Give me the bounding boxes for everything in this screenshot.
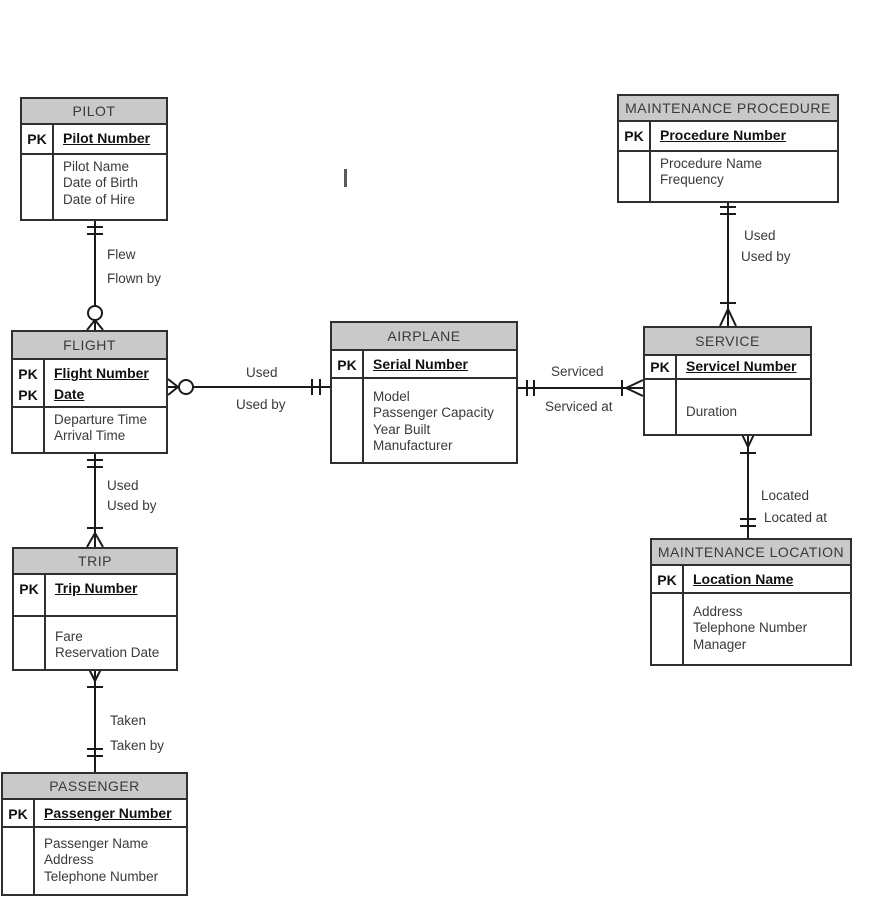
pk-attributes: Serial Number — [373, 356, 468, 372]
relationship-label: Serviced at — [545, 399, 613, 414]
entity-maintenance-location: MAINTENANCE LOCATION PK Location Name Ad… — [650, 538, 852, 666]
entity-attributes: Pilot Name Date of Birth Date of Hire — [63, 159, 139, 207]
entity-attributes: Fare Reservation Date — [55, 629, 160, 661]
pk-label: PK — [645, 356, 677, 378]
entity-trip: TRIP PK Trip Number Fare Reservation Dat… — [12, 547, 178, 671]
connector-pilot-flight — [86, 215, 104, 331]
pk-label: PK — [14, 575, 46, 615]
entity-attributes: Duration — [686, 404, 738, 419]
pk-spacer — [652, 594, 684, 664]
relationship-label: Used by — [236, 397, 286, 412]
entity-title: MAINTENANCE LOCATION — [652, 540, 850, 566]
entity-pilot: PILOT PK Pilot Number Pilot Name Date of… — [20, 97, 168, 221]
pk-attributes: Servicel Number — [686, 358, 797, 374]
relationship-label: Used by — [107, 498, 157, 513]
entity-title: AIRPLANE — [332, 323, 516, 351]
pk-spacer — [13, 408, 45, 452]
connector-flight-trip — [86, 448, 104, 548]
pk-label: PK — [652, 566, 684, 592]
relationship-label: Taken by — [110, 738, 165, 753]
entity-flight: FLIGHT PK PK Flight Number Date Departur… — [11, 330, 168, 454]
relationship-label: Flown by — [107, 271, 162, 286]
pk-attributes: Passenger Number — [44, 805, 172, 821]
relationship-label: Located — [761, 488, 810, 503]
pk-attributes: Flight Number Date — [54, 365, 149, 402]
pk-spacer — [14, 617, 46, 669]
entity-maintenance-procedure: MAINTENANCE PROCEDURE PK Procedure Numbe… — [617, 94, 839, 203]
pk-label: PK — [332, 351, 364, 377]
connector-airplane-service — [518, 379, 644, 397]
connector-flight-airplane — [167, 378, 330, 396]
pk-label: PK PK — [13, 360, 45, 406]
entity-airplane: AIRPLANE PK Serial Number Model Passenge… — [330, 321, 518, 464]
entity-attributes: Departure Time Arrival Time — [54, 412, 148, 444]
entity-title: MAINTENANCE PROCEDURE — [619, 96, 837, 122]
pk-label: PK — [3, 800, 35, 826]
entity-title: FLIGHT — [13, 332, 166, 360]
pk-label: PK — [619, 122, 651, 150]
entity-attributes: Procedure Name Frequency — [660, 156, 763, 188]
stray-cursor-mark — [344, 169, 347, 187]
entity-title: PILOT — [22, 99, 166, 125]
pk-attributes: Trip Number — [55, 580, 138, 596]
entity-title: PASSENGER — [3, 774, 186, 800]
relationship-label: Used by — [741, 249, 791, 264]
entity-attributes: Address Telephone Number Manager — [693, 604, 808, 652]
pk-spacer — [619, 152, 651, 201]
pk-spacer — [3, 828, 35, 894]
entity-passenger: PASSENGER PK Passenger Number Passenger … — [1, 772, 188, 896]
entity-title: TRIP — [14, 549, 176, 575]
pk-spacer — [645, 380, 677, 434]
pk-attributes: Procedure Number — [660, 127, 787, 143]
entity-title: SERVICE — [645, 328, 810, 356]
relationship-label: Flew — [107, 247, 136, 262]
entity-attributes: Passenger Name Address Telephone Number — [44, 836, 159, 884]
pk-attributes: Pilot Number — [63, 130, 151, 146]
pk-spacer — [332, 379, 364, 462]
pk-spacer — [22, 155, 54, 219]
pk-attributes: Location Name — [693, 571, 794, 587]
entity-service: SERVICE PK Servicel Number Duration — [643, 326, 812, 436]
connector-trip-passenger — [86, 664, 104, 772]
relationship-label: Used — [107, 478, 139, 493]
pk-label: PK — [22, 125, 54, 153]
connector-service-location — [739, 429, 757, 538]
relationship-label: Located at — [764, 510, 828, 525]
relationship-label: Taken — [110, 713, 147, 728]
relationship-label: Used — [744, 228, 776, 243]
relationship-label: Used — [246, 365, 278, 380]
entity-attributes: Model Passenger Capacity Year Built Manu… — [373, 389, 494, 454]
relationship-label: Serviced — [551, 364, 604, 379]
connector-procedure-service — [719, 197, 737, 327]
